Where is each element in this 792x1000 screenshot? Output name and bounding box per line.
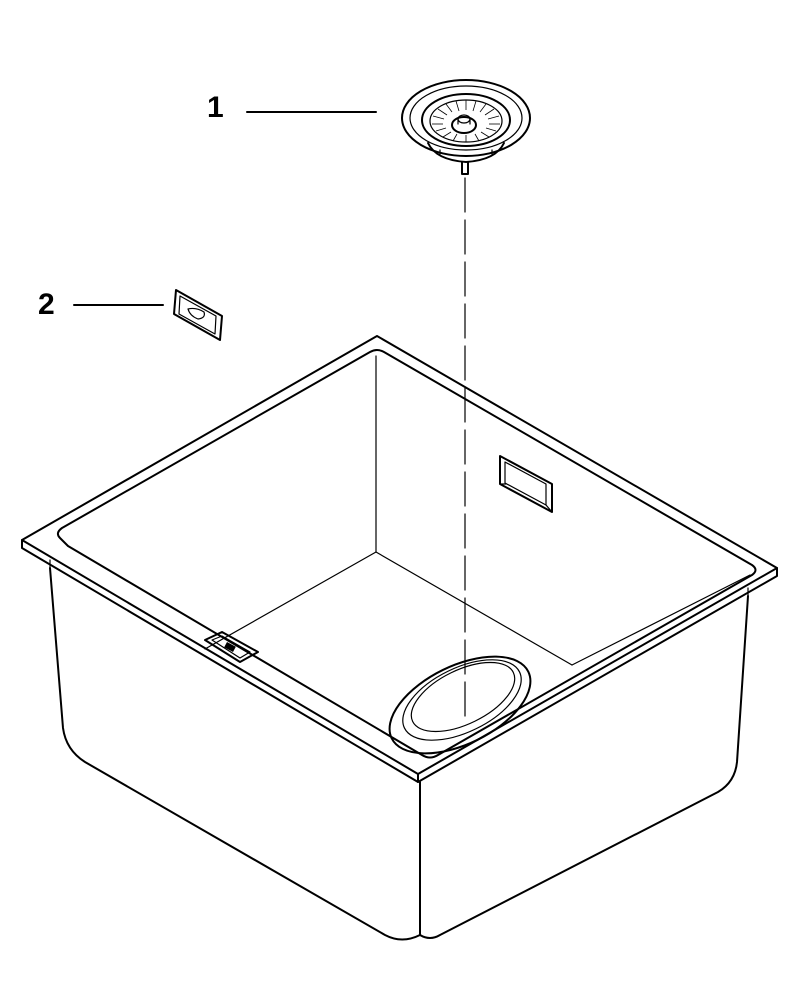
callout-number-2: 2 bbox=[38, 288, 55, 321]
callout-number-1: 1 bbox=[207, 91, 224, 124]
sink-bowl bbox=[21, 335, 778, 941]
strainer-flange bbox=[401, 79, 531, 157]
part-overflow-cover bbox=[173, 289, 223, 341]
sink-rim-inner bbox=[56, 349, 757, 759]
sink-front-slot bbox=[204, 631, 259, 663]
sink-rim-edge bbox=[21, 539, 778, 783]
sink-rim-outer bbox=[21, 335, 778, 775]
sink-body-right bbox=[419, 595, 749, 939]
strainer-slots bbox=[432, 100, 500, 142]
sink-overflow-opening bbox=[499, 455, 553, 513]
strainer-stem bbox=[461, 161, 469, 175]
part-strainer-waste bbox=[401, 79, 531, 175]
strainer-knob bbox=[451, 116, 477, 134]
sink-body-left bbox=[49, 567, 421, 941]
sink-drain bbox=[388, 655, 532, 755]
strainer-basket bbox=[421, 93, 511, 147]
